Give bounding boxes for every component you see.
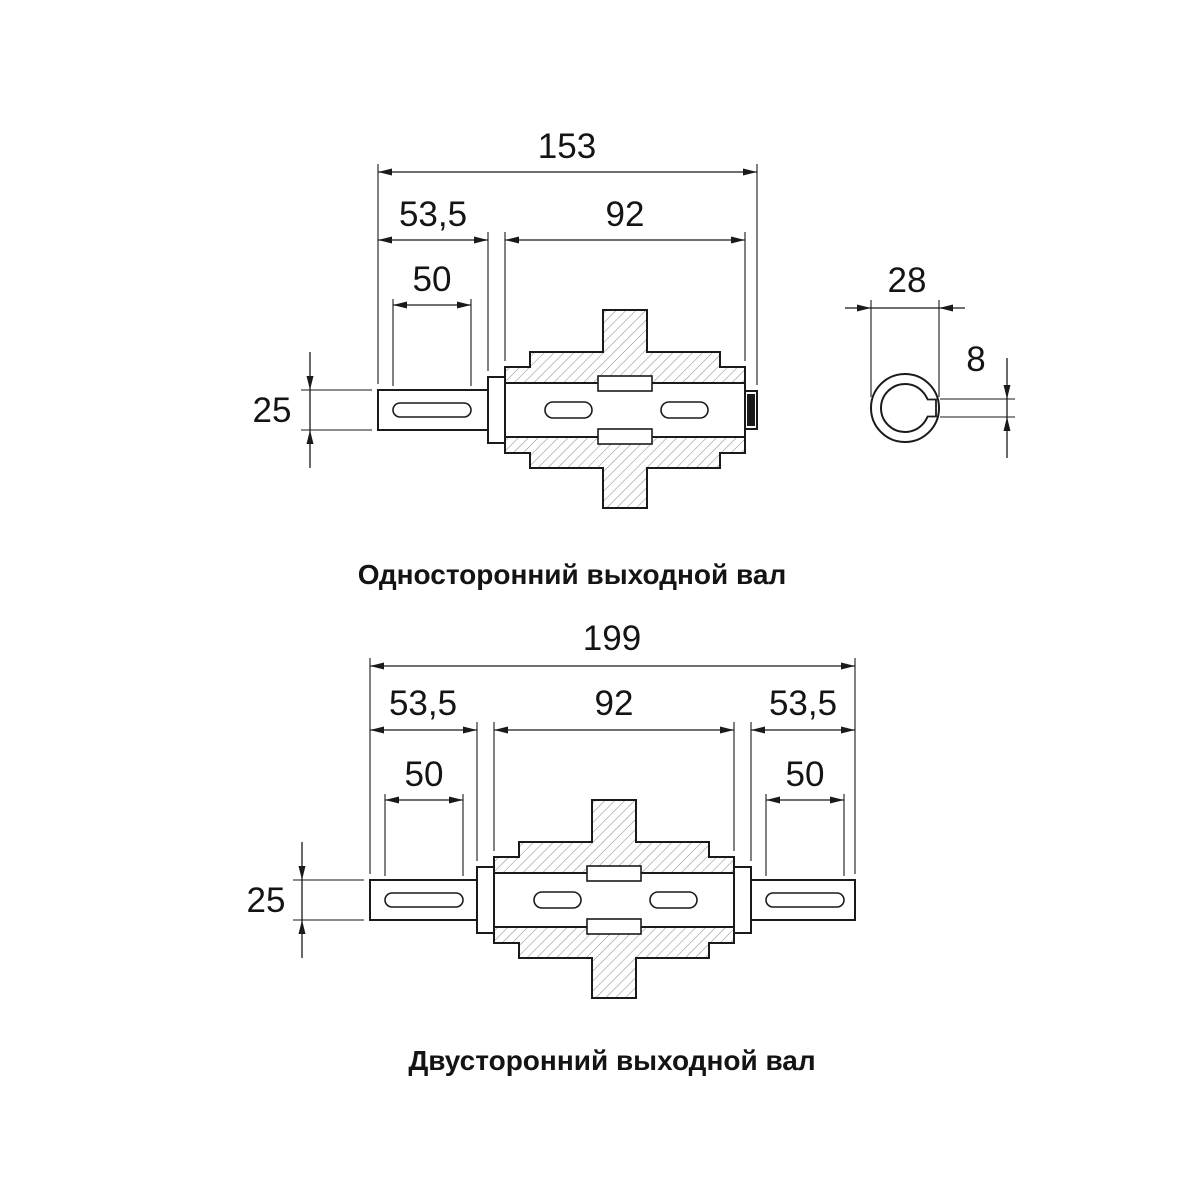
arrowhead [743,168,757,176]
dimension-body-92: 92 [504,195,746,361]
arrowhead [841,726,855,734]
arrowhead [378,236,392,244]
dim-label-keyway: 50 [413,260,452,299]
arrowhead [939,304,953,312]
gearbox-body [493,799,735,999]
dim-label-keyway-width: 8 [966,340,985,379]
arrowhead [751,726,765,734]
arrowhead [1003,417,1011,431]
single-sided-view: 153 53,5 92 50 [253,127,787,590]
dim-label-body: 92 [606,195,645,234]
arrowhead [370,662,384,670]
dim-label-shaft-dia: 25 [253,391,292,430]
arrowhead [841,662,855,670]
shaft-collar-right [733,866,752,934]
shaft-keyway-right [765,892,845,908]
dimension-keyway-50: 50 [392,260,472,386]
dim-label-keyway-right: 50 [786,755,825,794]
arrowhead [378,168,392,176]
dim-label-end-dia: 28 [888,261,927,300]
dimension-body-92: 92 [493,684,735,851]
arrowhead [830,796,844,804]
arrowhead [306,430,314,444]
arrowhead [298,866,306,880]
arrowhead [1003,385,1011,399]
dimension-overall-153: 153 [377,127,758,385]
double-sided-view: 199 53,5 92 53,5 [247,619,856,1076]
dim-label-keyway-left: 50 [405,755,444,794]
arrowhead [393,301,407,309]
bearing-cap [747,394,755,426]
dimension-shaft-dia-25: 25 [253,352,372,468]
dimension-keyway-right-50: 50 [765,755,845,876]
arrowhead [298,920,306,934]
arrowhead [370,726,384,734]
shaft-collar-left [476,866,495,934]
dim-label-overall: 199 [583,619,641,658]
shaft-bore-circle [880,383,930,433]
shaft-keyway-left [384,892,464,908]
arrowhead [385,796,399,804]
arrowhead [474,236,488,244]
dimension-keyway-width-8: 8 [940,340,1015,458]
dimension-keyway-left-50: 50 [384,755,464,876]
arrowhead [857,304,871,312]
shaft-keyway [392,402,472,418]
gearbox-body [504,309,746,509]
arrowhead [731,236,745,244]
arrowhead [306,376,314,390]
dimension-overall-199: 199 [369,619,856,874]
shaft-end-view: 28 8 [845,261,1015,458]
dimension-end-dia-28: 28 [845,261,965,397]
dimension-hub-left-53-5: 53,5 [370,684,478,861]
arrowhead [463,726,477,734]
arrowhead [457,301,471,309]
keyway-cut [925,399,936,417]
caption-double-sided: Двусторонний выходной вал [408,1045,815,1076]
arrowhead [505,236,519,244]
dim-label-hub-left: 53,5 [389,684,457,723]
dim-label-body: 92 [595,684,634,723]
shaft-collar [487,376,506,444]
dim-label-hub: 53,5 [399,195,467,234]
dim-label-overall: 153 [538,127,596,166]
dimension-shaft-dia-25: 25 [247,842,364,958]
dim-label-shaft-dia: 25 [247,881,286,920]
arrowhead [720,726,734,734]
dimension-hub-53-5: 53,5 [378,195,489,371]
caption-single-sided: Односторонний выходной вал [358,559,786,590]
dimension-hub-right-53-5: 53,5 [750,684,855,861]
arrowhead [494,726,508,734]
keyway-outline [927,398,937,418]
dim-label-hub-right: 53,5 [769,684,837,723]
arrowhead [449,796,463,804]
arrowhead [766,796,780,804]
